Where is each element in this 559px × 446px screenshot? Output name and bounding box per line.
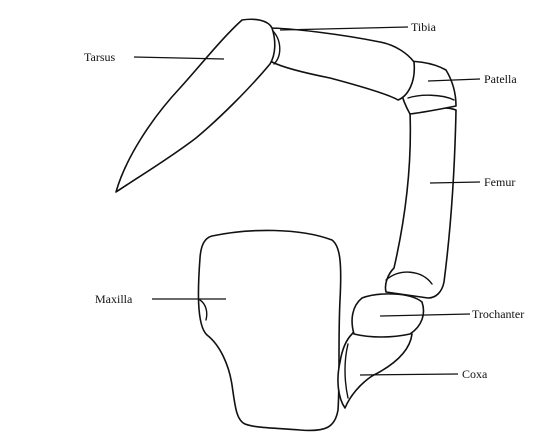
- tibia-shape: [264, 28, 414, 100]
- coxa-shape: [338, 327, 412, 408]
- tibia-label: Tibia: [411, 20, 437, 34]
- tibia-leader: [280, 27, 408, 30]
- femur-shape: [385, 108, 456, 298]
- maxilla-shape: [198, 230, 340, 430]
- patella-label: Patella: [484, 72, 517, 86]
- femur-label: Femur: [484, 175, 515, 189]
- tarsus-label: Tarsus: [84, 50, 115, 64]
- maxilla-label: Maxilla: [95, 292, 133, 306]
- coxa-label: Coxa: [462, 367, 488, 381]
- trochanter-label: Trochanter: [472, 307, 524, 321]
- tarsus-shape: [116, 19, 275, 192]
